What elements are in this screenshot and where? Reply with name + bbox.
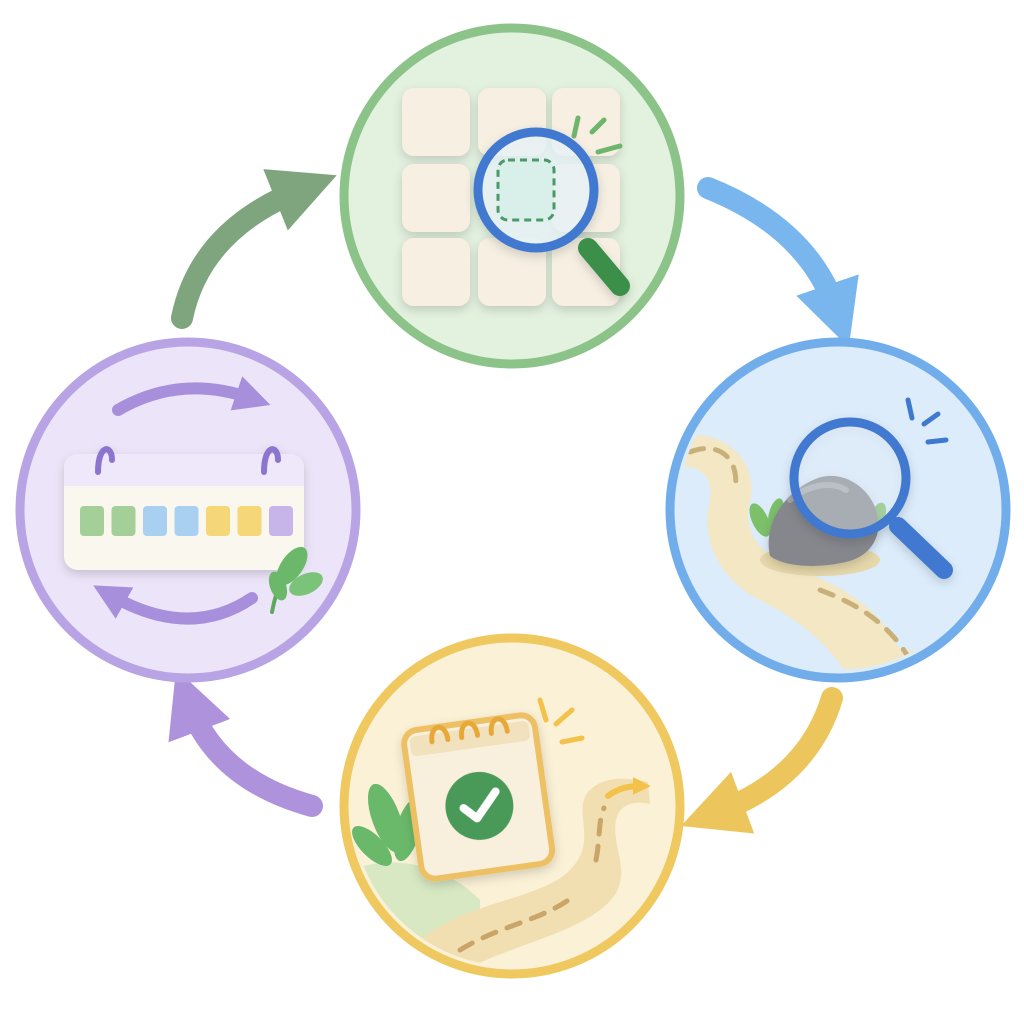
step-find-obstacle [665, 337, 1011, 683]
calendar-check-icon [401, 712, 556, 882]
refresh-arrow-bottom-icon [93, 585, 258, 625]
week-cell-4 [174, 506, 199, 536]
bush-icon [352, 783, 423, 866]
week-cell-5 [206, 506, 230, 536]
week-cell-3 [143, 506, 167, 536]
step-plan-on-calendar [339, 633, 685, 979]
week-cells [80, 506, 293, 536]
path-dashes [687, 445, 913, 663]
week-cell-1 [80, 506, 104, 536]
refresh-arrow-top-icon [112, 376, 271, 416]
week-calendar-icon [64, 446, 304, 570]
cycle-arrow-yellow-to-purple [168, 668, 323, 817]
magnifier-icon [789, 417, 953, 579]
winding-path [678, 434, 960, 670]
sparkle-lines-icon [571, 115, 623, 155]
week-cell-6 [237, 506, 262, 536]
step-spot-gaps [339, 23, 685, 369]
sparkle-lines-icon [537, 697, 585, 745]
cycle-arrow-blue-to-yellow [680, 687, 843, 834]
leaf-sprig-icon [268, 546, 323, 614]
magnifier-icon [473, 127, 630, 296]
cycle-arrow-purple-to-green [171, 169, 337, 329]
sparkle-lines-icon [905, 397, 949, 445]
winding-road [420, 778, 650, 966]
week-cell-2 [111, 506, 136, 536]
week-cell-7 [269, 506, 293, 536]
cycle-arrow-green-to-blue [697, 177, 859, 348]
step-repeat-routine [15, 337, 361, 683]
road-dashes [457, 805, 607, 953]
